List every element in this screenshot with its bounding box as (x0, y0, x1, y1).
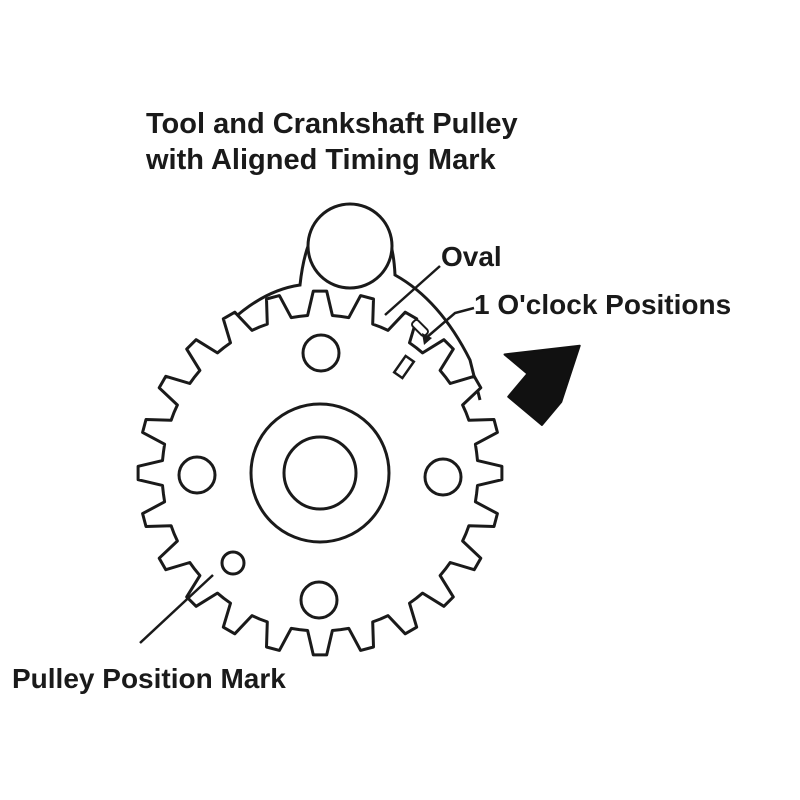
bolt-hole-bottom (299, 580, 339, 620)
arrow-icon (503, 344, 581, 426)
oval-mark (411, 319, 429, 337)
clock-leader-line (425, 306, 475, 339)
tool-knob (306, 202, 394, 290)
bolt-hole-left (177, 455, 217, 495)
pulley-mark-leader-line (139, 574, 214, 644)
bolt-hole-top (301, 333, 341, 373)
pulley-hub-bore (282, 435, 358, 511)
timing-mark-slot (392, 354, 416, 380)
bolt-hole-right (423, 457, 463, 497)
oval-label: Oval (441, 241, 502, 272)
diagram-title-line-1: Tool and Crankshaft Pulley (146, 108, 518, 140)
clock-leader-arrowhead (422, 333, 432, 345)
one-oclock-label: 1 O'clock Positions (474, 289, 732, 320)
pulley-position-mark (220, 550, 246, 576)
pulley-position-mark-label: Pulley Position Mark (12, 663, 286, 694)
oval-leader-line (384, 265, 441, 316)
diagram-title-line-2: with Aligned Timing Mark (146, 144, 496, 176)
